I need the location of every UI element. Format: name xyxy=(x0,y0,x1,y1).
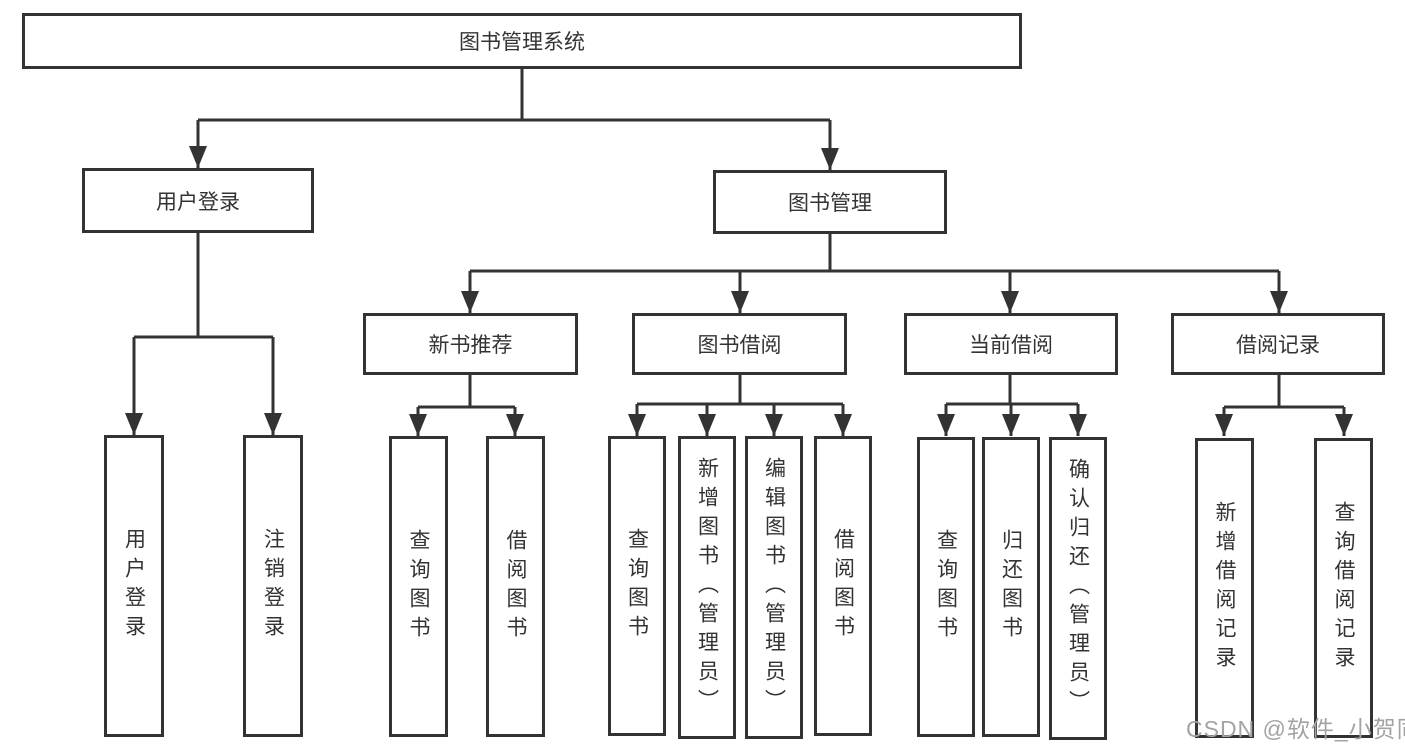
leaf-records-add-record: 新增借阅记录 xyxy=(1195,438,1254,738)
node-borrow-records: 借阅记录 xyxy=(1171,313,1385,375)
node-user-login: 用户登录 xyxy=(82,168,314,233)
node-book-borrow: 图书借阅 xyxy=(632,313,847,375)
leaf-newbooks-borrow-books: 借阅图书 xyxy=(486,436,545,737)
leaf-current-return-books: 归还图书 xyxy=(982,437,1040,737)
leaf-records-query-record: 查询借阅记录 xyxy=(1314,438,1373,738)
leaf-current-query-books: 查询图书 xyxy=(917,437,975,737)
leaf-current-confirm-return-admin: 确认归还（管理员） xyxy=(1049,437,1107,740)
node-book-management: 图书管理 xyxy=(713,170,947,234)
watermark: CSDN @软件_小贺同学 xyxy=(1186,716,1405,742)
leaf-borrow-add-books-admin: 新增图书（管理员） xyxy=(678,436,736,739)
leaf-borrow-borrow-books: 借阅图书 xyxy=(814,436,872,736)
leaf-borrow-query-books: 查询图书 xyxy=(608,436,666,736)
node-current-borrow: 当前借阅 xyxy=(904,313,1118,375)
node-root-library-system: 图书管理系统 xyxy=(22,13,1022,69)
leaf-newbooks-query-books: 查询图书 xyxy=(389,436,448,737)
node-new-book-recommend: 新书推荐 xyxy=(363,313,578,375)
leaf-user-login: 用户登录 xyxy=(104,435,164,737)
leaf-logout: 注销登录 xyxy=(243,435,303,737)
leaf-borrow-edit-books-admin: 编辑图书（管理员） xyxy=(745,436,803,739)
